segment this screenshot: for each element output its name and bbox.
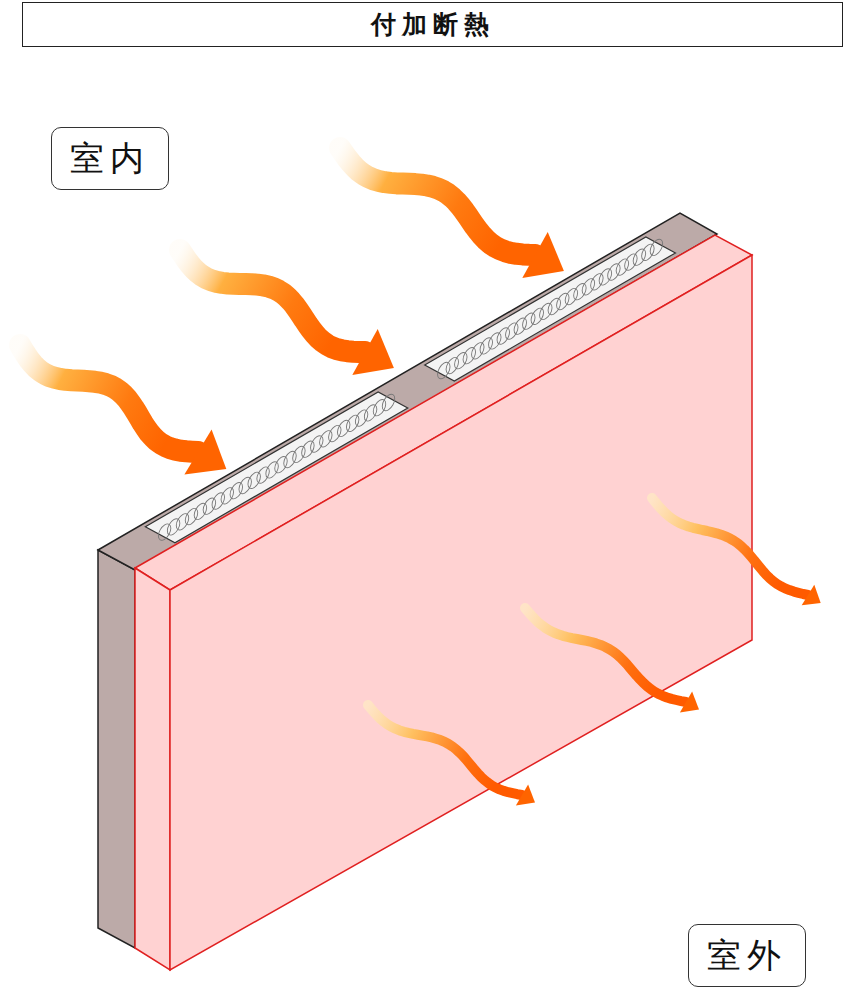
fiber-coil (503, 321, 521, 342)
fiber-coil (435, 360, 453, 381)
heat-arrow-head (802, 585, 821, 605)
fiber-coil (236, 475, 254, 496)
fiber-coil (469, 341, 487, 362)
fiber-coil (209, 491, 227, 512)
fiber-coil (183, 506, 201, 527)
fiber-coil (290, 444, 308, 465)
label-box: 室内 (51, 127, 169, 190)
fiber-coil (192, 501, 210, 522)
fiber-coil (511, 316, 529, 337)
fiber-coil (452, 350, 470, 371)
fiber-coil (588, 272, 606, 293)
fiber-coil (371, 397, 389, 418)
fiber-coil (362, 403, 380, 424)
fiber-coil (227, 480, 245, 501)
fiber-coil (254, 465, 272, 486)
fiber-coil (639, 242, 657, 263)
fiber-coil (353, 408, 371, 429)
heat-arrow-head (184, 429, 226, 474)
fiber-coil (174, 512, 192, 533)
fiber-coil (614, 257, 632, 278)
fiber-coil (299, 439, 317, 460)
fiber-coil (281, 449, 299, 470)
heat-arrow-shaft (180, 250, 365, 352)
stud-side (98, 550, 135, 948)
heat-arrow-head (516, 785, 535, 806)
fiber-coil (201, 496, 219, 517)
label-box: 室外 (688, 924, 806, 987)
fiber-coil (554, 291, 572, 312)
board-side (135, 568, 170, 970)
fiber-coil (308, 434, 326, 455)
fiber-coil (335, 418, 353, 439)
fiber-coil (545, 296, 563, 317)
fiber-coil (528, 306, 546, 327)
fiber-coil (622, 252, 640, 273)
fiber-coil (597, 267, 615, 288)
fiber-coil (605, 262, 623, 283)
fiber-coil (344, 413, 362, 434)
heat-arrow-shaft (368, 705, 522, 795)
heat-arrow-shaft (340, 148, 535, 255)
fiber-coil (571, 281, 589, 302)
fiber-coil (563, 286, 581, 307)
fiber-coil (494, 326, 512, 347)
fiber-coil (477, 336, 495, 357)
fiber-coil (317, 429, 335, 450)
heat-arrows (20, 148, 821, 805)
fiber-coil (443, 355, 461, 376)
fiber-coil (580, 277, 598, 298)
fiber-coil (263, 460, 281, 481)
fiber-coil (631, 247, 649, 268)
heat-arrow-shaft (20, 345, 198, 452)
title-box: 付加断熱 (22, 2, 843, 47)
fiber-coil (648, 237, 666, 258)
fiber-coil (245, 470, 263, 491)
fiber-coil (460, 345, 478, 366)
heat-arrow-shaft (652, 498, 808, 595)
wall (98, 213, 752, 970)
fiber-coil (218, 486, 236, 507)
heat-arrow-head (522, 232, 564, 278)
fiber-coil (272, 454, 290, 475)
fiber-coil (165, 517, 183, 538)
label-text: 室内 (70, 138, 150, 179)
label-text: 室外 (707, 935, 787, 976)
fiber-coil (156, 522, 174, 543)
title: 付加断熱 (371, 8, 495, 41)
fiber-coil (380, 392, 398, 413)
fiber-coil (326, 423, 344, 444)
fiber-coil (486, 331, 504, 352)
board-face (170, 255, 752, 970)
heat-arrow-head (352, 329, 394, 375)
fiber-coil (520, 311, 538, 332)
heat-arrow-shaft (525, 608, 686, 702)
fiber-coil (537, 301, 555, 322)
heat-arrow-head (680, 692, 699, 713)
